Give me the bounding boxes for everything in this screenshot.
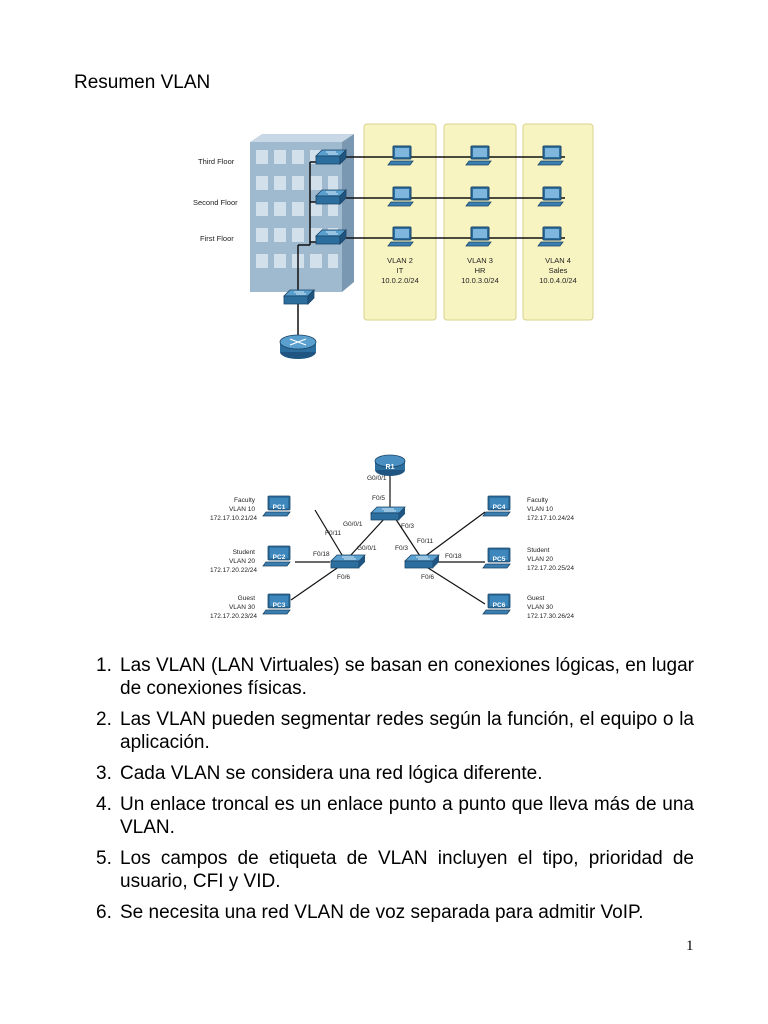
pc-id: PC2 (273, 554, 286, 561)
pc4-ip: 172.17.10.24/24 (527, 515, 574, 522)
list-number: 4. (96, 794, 112, 815)
list-text: Las VLAN pueden segmentar redes según la… (120, 709, 694, 753)
list-number: 5. (96, 848, 112, 869)
pc3-vlan: VLAN 30 (229, 604, 255, 611)
pc6-role: Guest (527, 595, 545, 602)
list-item: 3. Cada VLAN se considera una red lógica … (90, 762, 694, 785)
router-label: R1 (386, 464, 395, 471)
pc1-role: Faculty (234, 497, 256, 504)
floor-label-third: Third Floor (198, 157, 235, 166)
vlan3-name: VLAN 3 (467, 256, 493, 265)
vlan2-name: VLAN 2 (387, 256, 413, 265)
list-item: 6. Se necesita una red VLAN de voz separa… (90, 901, 694, 924)
port-label: F0/18 (445, 553, 462, 560)
vlan3-column (443, 123, 517, 321)
vlan2-subnet: 10.0.2.0/24 (381, 276, 419, 285)
list-text: Los campos de etiqueta de VLAN incluyen … (120, 848, 694, 892)
pc2-role: Student (233, 549, 256, 556)
list-text: Cada VLAN se considera una red lógica di… (120, 763, 543, 784)
pc6-ip: 172.17.30.26/24 (527, 613, 574, 620)
port-label: F0/11 (417, 538, 434, 545)
summary-list: 1. Las VLAN (LAN Virtuales) se basan en c… (90, 654, 694, 932)
port-label: G0/0/1 (343, 521, 363, 528)
pc4-vlan: VLAN 10 (527, 506, 553, 513)
list-number: 3. (96, 763, 112, 784)
floor-label-first: First Floor (200, 234, 234, 243)
pc-id: PC3 (273, 602, 286, 609)
vlan-topology-diagram: R1 G0/0/1 F0/5 G0/0/1 F0/3 F0/11 G0/0/1 … (210, 454, 574, 620)
port-label: F0/6 (421, 574, 434, 581)
list-number: 2. (96, 709, 112, 730)
list-item: 1. Las VLAN (LAN Virtuales) se basan en c… (90, 654, 694, 700)
list-text: Un enlace troncal es un enlace punto a p… (120, 794, 694, 838)
port-label: G0/0/1 (357, 545, 377, 552)
pc5-role: Student (527, 547, 550, 554)
pc6-vlan: VLAN 30 (527, 604, 553, 611)
core-switch-icon (283, 289, 315, 305)
pc2-vlan: VLAN 20 (229, 558, 255, 565)
vlan4-column (522, 123, 594, 321)
port-label: G0/0/1 (367, 475, 387, 482)
vlan3-subnet: 10.0.3.0/24 (461, 276, 499, 285)
list-item: 5. Los campos de etiqueta de VLAN incluye… (90, 847, 694, 893)
pc2-ip: 172.17.20.22/24 (210, 567, 257, 574)
pc1-ip: 172.17.10.21/24 (210, 515, 257, 522)
switch-first-floor-icon (315, 229, 347, 245)
router-r1-icon (374, 454, 406, 476)
pc4-role: Faculty (527, 497, 549, 504)
building (250, 134, 354, 292)
port-label: F0/5 (372, 495, 385, 502)
vlan4-subnet: 10.0.4.0/24 (539, 276, 577, 285)
pc-id: PC6 (493, 602, 506, 609)
list-text: Se necesita una red VLAN de voz separada… (120, 902, 644, 923)
port-label: F0/6 (337, 574, 350, 581)
vlan4-dept: Sales (549, 266, 568, 275)
list-number: 1. (96, 655, 112, 676)
pc1-vlan: VLAN 10 (229, 506, 255, 513)
page-title: Resumen VLAN (74, 72, 211, 93)
pc3-role: Guest (238, 595, 256, 602)
vlan2-column (363, 123, 437, 321)
switch-third-floor-icon (315, 149, 347, 165)
switch-s1-icon (370, 506, 406, 521)
port-label: F0/11 (325, 530, 342, 537)
pc-id: PC4 (493, 504, 506, 511)
switch-s3-icon (404, 554, 440, 569)
vlan3-dept: HR (475, 266, 486, 275)
vlan-building-diagram: Third Floor Second Floor First Floor VLA… (193, 123, 594, 359)
pc3-ip: 172.17.20.23/24 (210, 613, 257, 620)
pc5-vlan: VLAN 20 (527, 556, 553, 563)
pc-id: PC1 (273, 504, 286, 511)
list-number: 6. (96, 902, 112, 923)
floor-label-second: Second Floor (193, 198, 238, 207)
port-label: F0/3 (401, 523, 414, 530)
port-label: F0/3 (395, 545, 408, 552)
port-label: F0/18 (313, 551, 330, 558)
list-item: 4. Un enlace troncal es un enlace punto a… (90, 793, 694, 839)
switch-second-floor-icon (315, 189, 347, 205)
switch-s2-icon (330, 554, 366, 569)
router-icon (279, 334, 317, 359)
page-number: 1 (686, 938, 694, 954)
list-item: 2. Las VLAN pueden segmentar redes según … (90, 708, 694, 754)
list-text: Las VLAN (LAN Virtuales) se basan en con… (120, 655, 694, 699)
pc5-ip: 172.17.20.25/24 (527, 565, 574, 572)
pc-id: PC5 (493, 556, 506, 563)
vlan4-name: VLAN 4 (545, 256, 571, 265)
vlan2-dept: IT (397, 266, 404, 275)
